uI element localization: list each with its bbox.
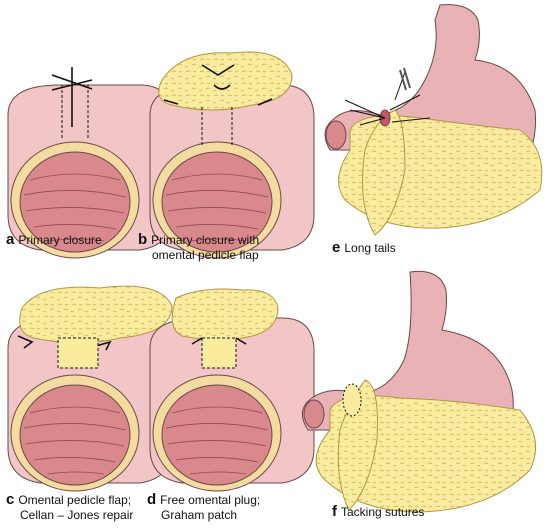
caption-c-line-1: Omental pedicle flap;: [18, 493, 132, 507]
caption-b-line-1: Primary closure with: [151, 233, 260, 247]
panel-d-illustration: [149, 288, 315, 492]
caption-b-line-2: omental pedicle flap: [152, 248, 259, 262]
caption-d-line-1: Free omental plug;: [160, 493, 261, 507]
caption-e-line-1: Long tails: [344, 241, 396, 255]
panel-f-illustration: [301, 270, 537, 513]
panel-letter-b: b: [138, 231, 148, 248]
caption-f: f Tacking sutures: [332, 504, 424, 520]
panel-letter-f: f: [332, 503, 337, 520]
panel-a-illustration: [7, 67, 173, 259]
panel-letter-d: d: [147, 491, 157, 508]
caption-d-line-2: Graham patch: [161, 508, 238, 522]
panel-b-illustration: [149, 51, 315, 259]
panel-letter-c: c: [6, 491, 15, 508]
panel-letter-e: e: [332, 239, 341, 256]
caption-c-line-2: Cellan – Jones repair: [20, 508, 134, 522]
panel-c-illustration: [7, 285, 173, 492]
panel-e-illustration: [324, 4, 543, 236]
caption-f-line-1: Tacking sutures: [341, 505, 425, 519]
caption-a-line-1: Primary closure: [18, 233, 102, 247]
panel-letter-a: a: [6, 231, 15, 248]
